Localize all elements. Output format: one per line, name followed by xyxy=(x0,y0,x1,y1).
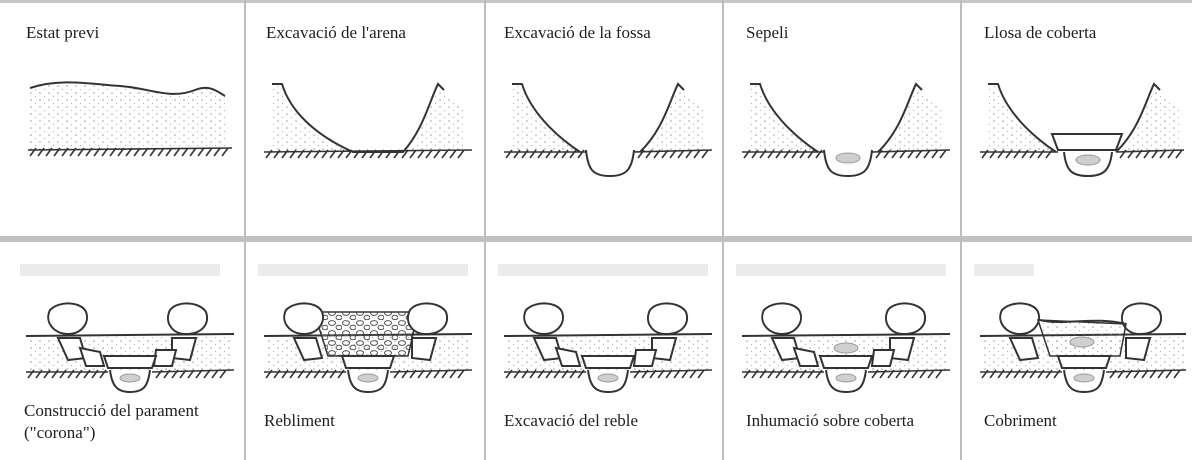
top-divider xyxy=(0,0,1192,3)
faint-band xyxy=(258,264,468,276)
diagram-construccio-parament xyxy=(25,302,235,394)
diagram-excavacio-reble xyxy=(503,302,713,394)
cover-slab xyxy=(580,355,636,369)
soil-layer xyxy=(272,86,463,150)
grave-pit xyxy=(825,369,867,394)
soil-layer xyxy=(988,86,1179,150)
row-divider xyxy=(0,236,1192,242)
diagram-excavacio-arena xyxy=(263,82,473,159)
grave-pit xyxy=(347,369,389,394)
column-divider xyxy=(960,0,962,460)
cover-slab xyxy=(340,355,396,369)
grave-pit xyxy=(1063,151,1113,178)
crown-stones-left xyxy=(999,302,1040,362)
diagram-sepeli xyxy=(742,82,951,178)
cover-slab-upper xyxy=(1039,319,1127,325)
diagram-llosa-coberta xyxy=(980,82,1185,178)
soil-layer xyxy=(30,82,225,150)
crown-stones-left xyxy=(523,302,582,367)
bedrock-hatch xyxy=(27,147,233,157)
surface-line xyxy=(272,82,445,153)
crown-stones-left xyxy=(761,302,820,367)
burial-remains xyxy=(597,373,619,383)
diagram-cobriment xyxy=(979,302,1187,394)
panel-label-rebliment: Rebliment xyxy=(264,411,335,430)
column-divider xyxy=(722,0,724,460)
burial-remains xyxy=(1073,373,1095,383)
crown-stones-left xyxy=(283,302,324,362)
surface-line xyxy=(29,81,226,97)
grave-pit xyxy=(109,369,151,394)
burial-remains xyxy=(357,373,379,383)
bedrock-hatch xyxy=(263,149,473,159)
crown-stones-right xyxy=(632,302,688,367)
faint-band xyxy=(974,264,1034,276)
diagram-inhumacio-coberta xyxy=(741,302,951,394)
soil-layer xyxy=(750,86,941,150)
panel-label-inhumacio-coberta: Inhumació sobre coberta xyxy=(746,411,915,430)
bedrock-hatch xyxy=(742,149,951,159)
panel-label-excavacio-fossa: Excavació de la fossa xyxy=(504,23,651,42)
cover-slab xyxy=(1050,133,1124,151)
panel-label-excavacio-reble: Excavació del reble xyxy=(504,411,639,430)
bedrock-hatch xyxy=(980,369,1187,379)
grave-pit xyxy=(823,149,873,178)
rubble-fill xyxy=(312,311,419,357)
grave-pit xyxy=(587,369,629,394)
bedrock-hatch xyxy=(504,369,713,379)
panel-label-llosa-coberta: Llosa de coberta xyxy=(984,23,1097,42)
surface-line xyxy=(741,333,951,337)
soil-layer xyxy=(512,86,703,150)
bedrock-hatch xyxy=(742,369,951,379)
faint-band xyxy=(736,264,946,276)
surface-line xyxy=(25,333,235,337)
surface-line xyxy=(988,82,1161,153)
panel-label-sepeli: Sepeli xyxy=(746,23,789,42)
cover-slab xyxy=(102,355,158,369)
crown-stones-right xyxy=(870,302,926,367)
column-divider xyxy=(484,0,486,460)
burial-remains xyxy=(835,152,861,164)
faint-band xyxy=(498,264,708,276)
surface-line xyxy=(503,333,713,337)
grave-pit xyxy=(1063,369,1105,394)
bedrock-hatch xyxy=(980,149,1185,159)
upper-burial-remains xyxy=(1069,336,1095,348)
column-divider xyxy=(244,0,246,460)
bedrock-hatch xyxy=(504,149,713,159)
burial-remains xyxy=(835,373,857,383)
surface-line xyxy=(750,82,923,153)
crown-stones-right xyxy=(407,302,448,362)
panel-label-estat-previ: Estat previ xyxy=(26,23,100,42)
diagram-excavacio-fossa xyxy=(504,82,713,178)
surface-line xyxy=(512,82,685,153)
panel-label-cobriment: Cobriment xyxy=(984,411,1057,430)
burial-remains xyxy=(1075,154,1101,166)
crown-stones-left xyxy=(47,302,106,367)
upper-burial-remains xyxy=(833,342,859,354)
panel-label-excavacio-arena: Excavació de l'arena xyxy=(266,23,406,42)
faint-band xyxy=(20,264,220,276)
burial-remains xyxy=(119,373,141,383)
cover-slab xyxy=(1056,355,1112,369)
crown-stones-right xyxy=(1121,302,1162,362)
diagram-rebliment xyxy=(263,302,473,394)
grave-pit xyxy=(585,149,635,178)
panel-label-construccio-parament: Construcció del parament ("corona") xyxy=(24,401,199,442)
crown-stones-right xyxy=(152,302,208,367)
diagram-estat-previ xyxy=(27,81,233,157)
bedrock-hatch xyxy=(26,369,235,379)
bedrock-hatch xyxy=(264,369,473,379)
cover-slab xyxy=(818,355,874,369)
